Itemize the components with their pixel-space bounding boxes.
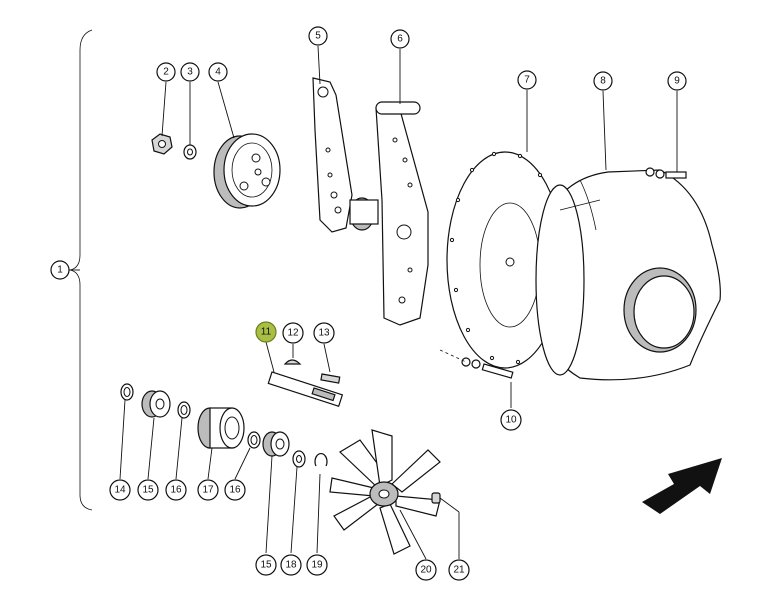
label-p21[interactable]: 21	[448, 559, 470, 581]
label-p15b[interactable]: 15	[255, 554, 277, 576]
label-p10[interactable]: 10	[500, 409, 522, 431]
label-p5[interactable]: 5	[308, 26, 328, 46]
label-p20[interactable]: 20	[415, 559, 437, 581]
label-p13[interactable]: 13	[313, 322, 335, 344]
svg-text:15: 15	[260, 560, 272, 571]
label-p18[interactable]: 18	[280, 554, 302, 576]
part-19-snap-ring	[314, 453, 328, 467]
part-18-washer	[292, 450, 306, 468]
label-p19[interactable]: 19	[306, 554, 328, 576]
svg-text:6: 6	[397, 34, 403, 45]
label-p8[interactable]: 8	[593, 71, 613, 91]
svg-text:13: 13	[318, 328, 330, 339]
part-5-bracket	[312, 77, 353, 233]
svg-text:21: 21	[453, 565, 465, 576]
svg-text:7: 7	[524, 75, 530, 86]
svg-text:16: 16	[170, 485, 182, 496]
part-16-circlip-a	[177, 401, 191, 419]
svg-text:2: 2	[163, 67, 169, 78]
svg-text:4: 4	[215, 67, 221, 78]
part-20-fan-impeller	[329, 429, 441, 555]
label-p16a[interactable]: 16	[165, 479, 187, 501]
part-13-key	[320, 373, 341, 384]
part-12-key	[283, 359, 302, 365]
label-p15a[interactable]: 15	[137, 479, 159, 501]
part-11-shaft	[267, 371, 344, 408]
coupling-shaft	[349, 197, 379, 231]
part-15-bearing-b	[262, 431, 290, 457]
label-p14[interactable]: 14	[109, 479, 131, 501]
svg-text:11: 11	[261, 327, 272, 338]
svg-text:16: 16	[229, 485, 241, 496]
label-p4[interactable]: 4	[208, 62, 228, 82]
part-10-bolt	[439, 349, 514, 379]
part-14-circlip	[120, 383, 134, 401]
label-p9[interactable]: 9	[667, 71, 687, 91]
part-15-bearing-a	[141, 390, 171, 418]
part-6-arm	[375, 101, 429, 326]
arrow-up-right-icon	[642, 458, 722, 514]
part-2-nut	[151, 133, 173, 155]
label-p16b[interactable]: 16	[224, 479, 246, 501]
svg-text:19: 19	[311, 560, 323, 571]
part-9-bolt	[645, 167, 687, 179]
svg-text:12: 12	[287, 328, 299, 339]
svg-text:17: 17	[202, 485, 214, 496]
svg-text:20: 20	[420, 565, 432, 576]
svg-text:8: 8	[600, 76, 606, 87]
svg-text:15: 15	[142, 485, 154, 496]
part-21-grub-screw	[431, 492, 441, 504]
part-17-bearing-housing	[197, 407, 245, 449]
part-8-fan-housing	[535, 169, 721, 381]
leader-lines	[68, 45, 678, 560]
part-3-washer	[183, 144, 197, 160]
svg-text:18: 18	[285, 560, 297, 571]
svg-text:5: 5	[315, 31, 321, 42]
svg-text:14: 14	[114, 485, 126, 496]
part-4-pulley	[213, 133, 281, 209]
label-p17[interactable]: 17	[197, 479, 219, 501]
svg-text:10: 10	[505, 415, 517, 426]
label-p2[interactable]: 2	[156, 62, 176, 82]
label-p1[interactable]: 1	[50, 260, 70, 280]
svg-text:3: 3	[187, 67, 193, 78]
part-16-circlip-b	[247, 431, 261, 449]
label-p12[interactable]: 12	[282, 322, 304, 344]
label-p3[interactable]: 3	[180, 62, 200, 82]
label-p7[interactable]: 7	[517, 70, 537, 90]
label-p6[interactable]: 6	[390, 29, 410, 49]
svg-text:1: 1	[57, 265, 63, 276]
svg-text:9: 9	[674, 76, 680, 87]
label-p11[interactable]: 11	[255, 321, 277, 343]
part-7-gasket	[446, 151, 564, 369]
